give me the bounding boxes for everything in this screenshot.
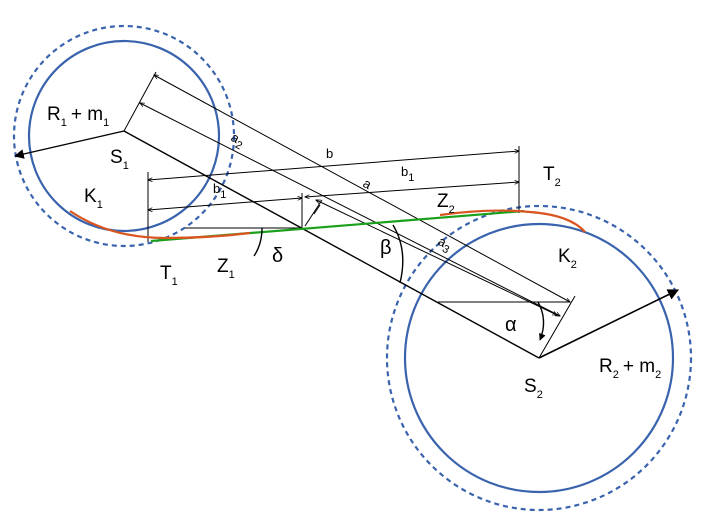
- radius-arrow-r1: [14, 130, 125, 159]
- arc-alpha: [537, 301, 546, 341]
- arc-beta: [392, 224, 404, 284]
- label-k2: K2: [558, 246, 577, 271]
- radius-arrow-r2: [538, 289, 680, 359]
- label-k1: K1: [84, 186, 103, 211]
- arc-delta: [253, 227, 263, 257]
- perp-marker: [304, 199, 323, 227]
- label-alpha: α: [505, 314, 517, 336]
- label-t2: T2: [543, 164, 561, 189]
- label-r2: R2+ m2: [599, 356, 661, 381]
- label-z2: Z2: [437, 191, 455, 216]
- label-z1: Z1: [217, 256, 235, 281]
- circle-s1-outer: [12, 24, 236, 248]
- dim-b: [148, 151, 519, 180]
- label-beta: β: [380, 237, 392, 259]
- perp-marker-2: [313, 204, 321, 215]
- label-t1: T1: [160, 263, 178, 288]
- label-s1: S1: [110, 147, 129, 172]
- curve-k1: [69, 210, 251, 240]
- label-b1-left: b1: [213, 181, 226, 201]
- dim-b1-left: [148, 198, 302, 210]
- label-delta: δ: [272, 245, 283, 267]
- curve-k2: [439, 209, 586, 233]
- label-b: b: [326, 146, 333, 161]
- label-b1-right: b1: [401, 164, 414, 184]
- dim-a3: [316, 200, 557, 315]
- circle-s1-inner: [27, 39, 221, 233]
- ext-line-s2: [538, 295, 576, 359]
- label-s2: S2: [524, 376, 543, 401]
- label-a: a: [361, 175, 375, 192]
- ext-line-s1: [123, 71, 157, 132]
- center-line: [123, 130, 540, 359]
- dim-b1-right: [305, 182, 519, 197]
- label-r1: R1+ m1: [47, 104, 109, 129]
